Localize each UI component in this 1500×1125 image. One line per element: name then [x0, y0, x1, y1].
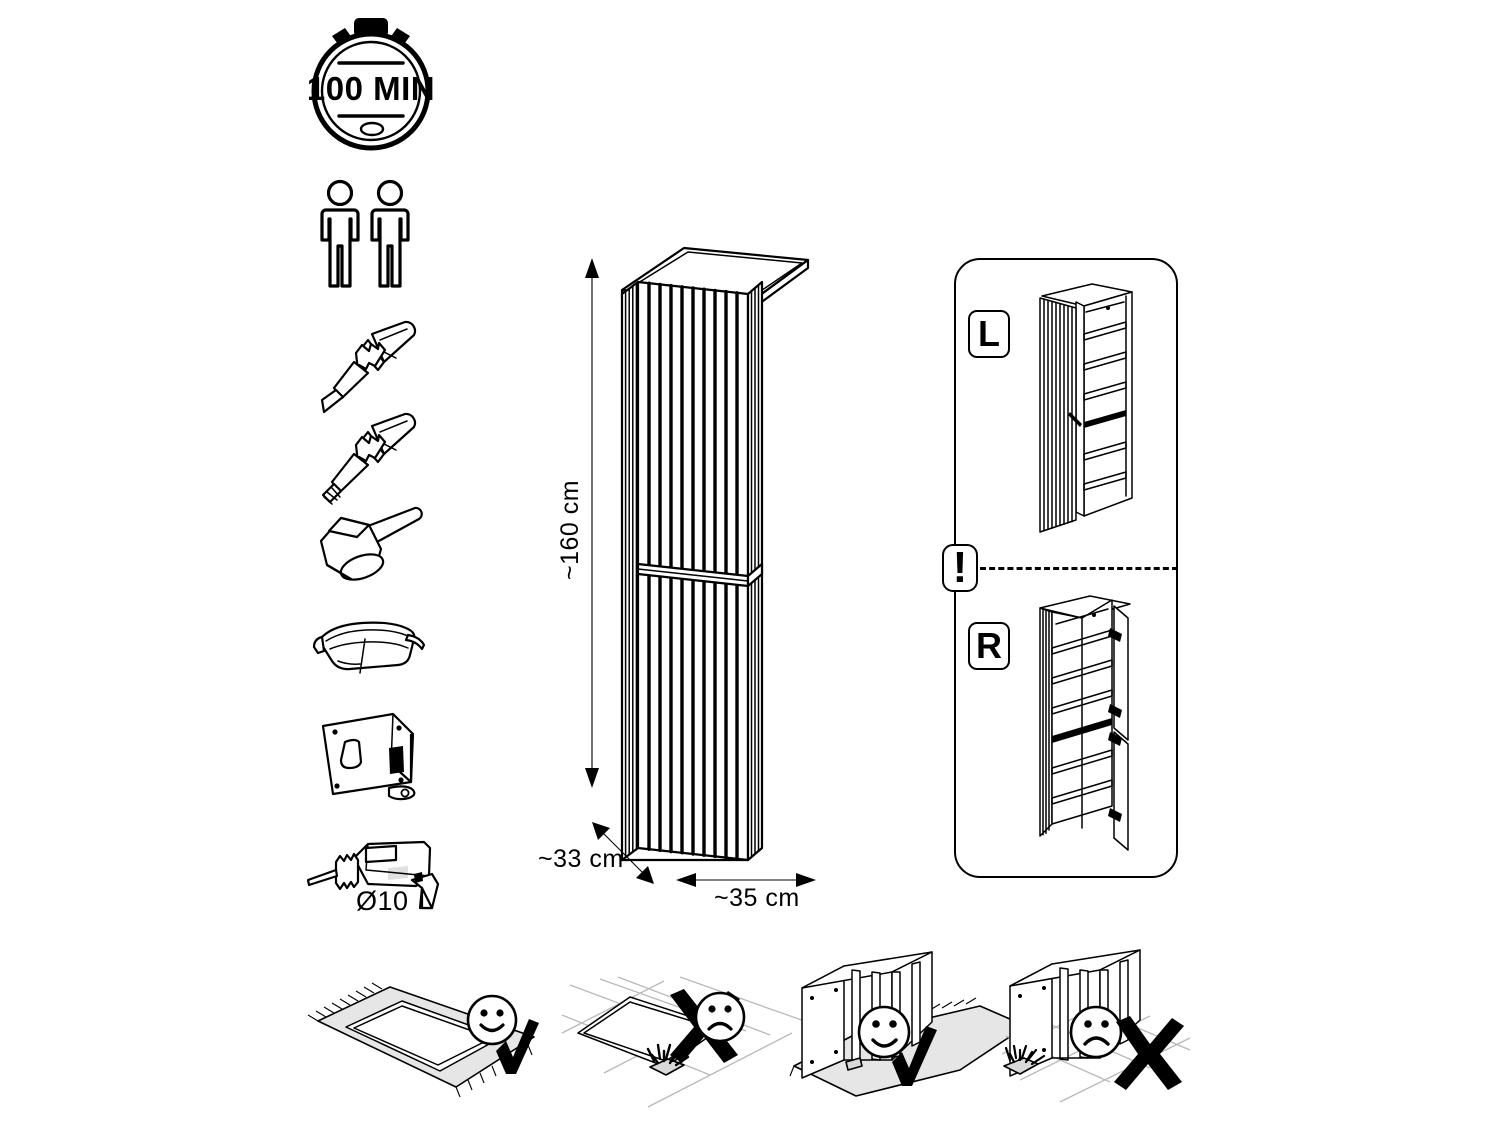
- tool-tape-measure: [315, 710, 425, 805]
- advice-carcass-on-carpet: [789, 950, 1040, 1110]
- variant-illustration-left: [1036, 282, 1168, 544]
- width-dimension: [676, 868, 816, 892]
- height-dimension-label: ~160 cm: [556, 479, 584, 580]
- depth-dimension-label: ~33 cm: [538, 845, 624, 873]
- warning-badge-label: !: [952, 543, 968, 593]
- depth-dimension: [588, 818, 658, 888]
- width-dimension-arrow: [676, 873, 816, 887]
- power-drill-icon: [306, 840, 440, 910]
- time-required-value: 100 MIN: [307, 70, 435, 107]
- phillips-screwdriver-icon: [321, 412, 417, 505]
- height-dimension: [572, 258, 612, 788]
- width-dimension-label: ~35 cm: [714, 884, 800, 912]
- panel-on-bare-floor-icon: [561, 976, 811, 1108]
- advice-carcass-on-bare-floor: [1000, 949, 1210, 1110]
- tool-rubber-mallet: [305, 505, 430, 600]
- depth-dimension-arrow: [592, 822, 654, 884]
- carcass-on-bare-floor-icon: [1001, 949, 1191, 1103]
- tool-phillips-screwdriver: [310, 412, 430, 512]
- safety-goggles-icon: [312, 621, 426, 674]
- drill-bit-diameter-label: Ø10: [356, 886, 409, 916]
- tool-power-drill: Ø10: [296, 830, 451, 916]
- variant-separator: [980, 567, 1178, 570]
- panel-on-carpet-icon: [307, 982, 539, 1098]
- cabinet-right-hinge-icon: [1039, 595, 1131, 851]
- advice-panel-on-carpet: [280, 975, 560, 1110]
- cabinet-left-hinge-icon: [1039, 283, 1133, 533]
- tape-measure-icon: [321, 712, 416, 801]
- warning-badge: !: [942, 544, 978, 592]
- rubber-mallet-icon: [319, 506, 423, 581]
- time-required-group: 100 MIN: [296, 8, 446, 158]
- stopwatch-icon: 100 MIN: [307, 18, 435, 151]
- variant-badge-r: R: [968, 622, 1010, 670]
- height-dimension-arrow: [585, 258, 599, 788]
- two-persons-icon: [320, 179, 410, 288]
- carcass-on-carpet-icon: [789, 951, 1027, 1097]
- tall-fluted-cabinet-icon: [620, 246, 810, 862]
- advice-panel-on-bare-floor: [560, 975, 840, 1110]
- variant-illustration-right: [1036, 592, 1168, 858]
- tool-two-persons: [318, 179, 418, 290]
- tool-safety-goggles: [308, 615, 428, 695]
- product-illustration: [612, 238, 832, 878]
- variant-badge-l: L: [968, 310, 1010, 358]
- variant-badge-l-label: L: [978, 313, 1000, 354]
- tool-flathead-screwdriver: [310, 320, 430, 420]
- variant-badge-r-label: R: [976, 625, 1002, 666]
- flathead-screwdriver-icon: [320, 320, 417, 414]
